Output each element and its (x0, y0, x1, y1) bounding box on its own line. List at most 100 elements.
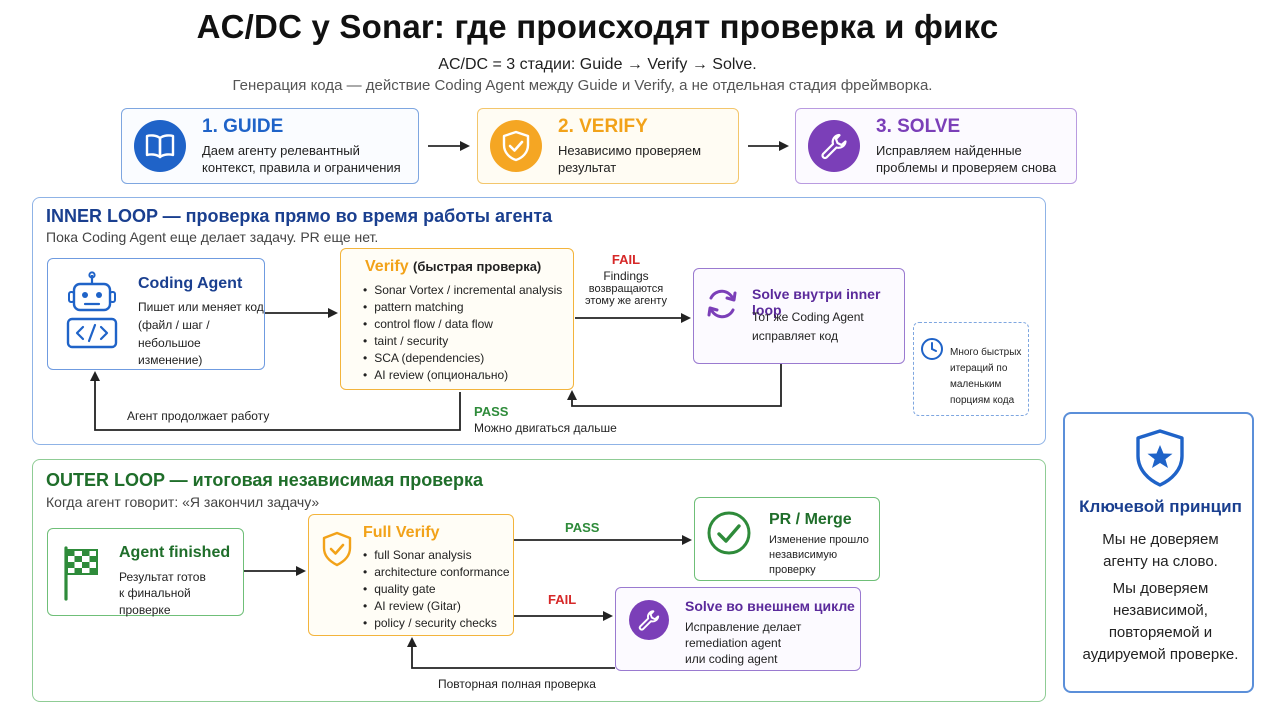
key-principle-card: Ключевой принцип Мы не доверяем агенту н… (1063, 412, 1254, 693)
agent-continues-label: Агент продолжает работу (127, 409, 270, 423)
refresh-icon (704, 286, 740, 327)
outer-solve-desc-3: или coding agent (685, 652, 778, 666)
page-note: Генерация кода — действие Coding Agent м… (232, 77, 933, 94)
list-item: Sonar Vortex / incremental analysis (363, 282, 562, 299)
inner-pass-desc: Можно двигаться дальше (474, 421, 617, 435)
pr-merge-card: PR / Merge Изменение прошло независимую … (694, 497, 880, 581)
full-verify-title: Full Verify (363, 524, 440, 541)
repeat-check-label: Повторная полная проверка (438, 677, 596, 691)
list-item: taint / security (363, 333, 562, 350)
fast-line-1: Много быстрых (950, 347, 1022, 358)
inner-fail-text: FAIL (611, 252, 641, 267)
principle-line-3: Мы доверяем (1112, 580, 1209, 597)
outer-fail-label: FAIL (548, 592, 577, 607)
inner-pass-label: PASS Можно двигаться дальше (474, 404, 617, 435)
agent-finished-desc-2: к финальной проверке (119, 586, 191, 617)
list-item: control flow / data flow (363, 316, 562, 333)
check-circle-icon (706, 510, 752, 561)
fast-line-4: порциям кода (950, 395, 1015, 406)
stage-solve-desc-1: Исправляем найденные (876, 143, 1022, 158)
inner-verify-heading: Verify (быстрая проверка) (365, 258, 541, 276)
inner-solve-desc-2: исправляет код (752, 329, 839, 343)
checkered-flag-icon (61, 545, 101, 606)
inner-fail-line-3: этому же агенту (585, 295, 667, 307)
outer-loop-title: OUTER LOOP — итоговая независимая провер… (46, 470, 484, 490)
shield-check-icon (321, 531, 353, 572)
principle-line-4: независимой, (1113, 602, 1208, 619)
list-item: architecture conformance (363, 564, 509, 581)
agent-finished-desc-1: Результат готов (119, 570, 206, 584)
key-principle-title: Ключевой принцип (1079, 497, 1242, 516)
inner-loop-subtitle: Пока Coding Agent еще делает задачу. PR … (46, 229, 379, 245)
arrow-agent-continues (90, 371, 461, 431)
pr-merge-desc-3: проверку (769, 564, 816, 576)
full-verify-list: full Sonar analysis architecture conform… (363, 547, 510, 632)
stage-verify-desc-1: Независимо проверяем (558, 143, 702, 158)
robot-icon (66, 271, 118, 356)
agent-finished-title: Agent finished (119, 544, 231, 561)
stage-solve-card: 3. SOLVE Исправляем найденные проблемы и… (795, 108, 1077, 184)
list-item: pattern matching (363, 299, 562, 316)
stage-solve-desc-2: проблемы и проверяем снова (876, 160, 1057, 175)
clock-icon (920, 337, 944, 366)
list-item: full Sonar analysis (363, 547, 510, 564)
outer-solve-desc-2: remediation agent (685, 636, 782, 650)
arrow-solve-back-to-verify (567, 364, 782, 407)
stage-guide-desc-2: контекст, правила и ограничения (202, 160, 401, 175)
principle-line-1: Мы не доверяем (1102, 531, 1219, 548)
coding-agent-desc-3: небольшое изменение) (138, 336, 203, 367)
coding-agent-title: Coding Agent (138, 275, 243, 292)
pr-merge-desc-2: независимую (769, 549, 838, 561)
stage-verify-desc-2: результат (558, 160, 617, 175)
principle-line-2: агенту на слово. (1103, 553, 1218, 570)
pr-merge-title: PR / Merge (769, 511, 852, 528)
list-item: policy / security checks (363, 615, 510, 632)
inner-verify-title: Verify (365, 258, 409, 275)
outer-loop-subtitle: Когда агент говорит: «Я закончил задачу» (46, 494, 320, 510)
list-item: quality gate (363, 581, 510, 598)
full-verify-card: Full Verify full Sonar analysis architec… (308, 514, 514, 636)
inner-solve-desc-1: Тот же Coding Agent (752, 310, 864, 324)
inner-solve-card: Solve внутри inner loop Тот же Coding Ag… (693, 268, 905, 364)
wrench-icon (629, 600, 669, 640)
shield-check-icon (490, 120, 542, 172)
inner-loop-title: INNER LOOP — проверка прямо во время раб… (46, 206, 553, 226)
fast-line-3: маленьким (950, 379, 1002, 390)
book-icon (134, 120, 186, 172)
stage-guide-card: 1. GUIDE Даем агенту релевантный контекс… (121, 108, 419, 184)
page-title: AC/DC у Sonar: где происходят проверка и… (196, 8, 999, 45)
inner-solve-title: Solve внутри inner loop (752, 286, 881, 318)
stage-guide-title: 1. GUIDE (202, 116, 284, 137)
outer-solve-card: Solve во внешнем цикле Исправление делае… (615, 587, 861, 671)
outer-pass-label: PASS (565, 520, 600, 535)
stage-solve-title: 3. SOLVE (876, 116, 961, 137)
arrow-repeat-full-check (407, 637, 615, 669)
inner-fail-line-2: возвращаются (588, 283, 664, 295)
inner-fail-label: FAIL Findings возвращаются этому же аген… (576, 252, 676, 307)
inner-fail-line-1: Findings (603, 269, 649, 283)
stage-guide-desc-1: Даем агенту релевантный (202, 143, 360, 158)
inner-verify-list: Sonar Vortex / incremental analysis patt… (363, 282, 562, 384)
inner-verify-title-suffix: (быстрая проверка) (413, 259, 542, 274)
wrench-icon (808, 120, 860, 172)
page-subtitle: AC/DC = 3 стадии: Guide → Verify → Solve… (438, 56, 757, 73)
shield-star-icon (1133, 428, 1187, 493)
outer-solve-desc-1: Исправление делает (685, 620, 802, 634)
stage-verify-card: 2. VERIFY Независимо проверяем результат (477, 108, 739, 184)
principle-line-5: повторяемой и (1108, 624, 1213, 641)
inner-verify-card: Verify (быстрая проверка) Sonar Vortex /… (340, 248, 574, 390)
pr-merge-desc-1: Изменение прошло (769, 534, 869, 546)
outer-solve-title: Solve во внешнем цикле (685, 598, 855, 614)
agent-finished-card: Agent finished Результат готов к финальн… (47, 528, 244, 617)
coding-agent-desc-1: Пишет или меняет код (138, 300, 264, 314)
list-item: AI review (опционально) (363, 367, 562, 384)
stage-verify-title: 2. VERIFY (558, 116, 648, 137)
inner-pass-text: PASS (474, 404, 509, 419)
list-item: AI review (Gitar) (363, 598, 510, 615)
list-item: SCA (dependencies) (363, 350, 562, 367)
principle-line-6: аудируемой проверке. (1082, 646, 1239, 663)
fast-iterations-note: Много быстрых итераций по маленьким порц… (913, 322, 1029, 416)
coding-agent-desc-2: (файл / шаг / (138, 318, 210, 332)
coding-agent-card: Coding Agent Пишет или меняет код (файл … (47, 258, 265, 370)
